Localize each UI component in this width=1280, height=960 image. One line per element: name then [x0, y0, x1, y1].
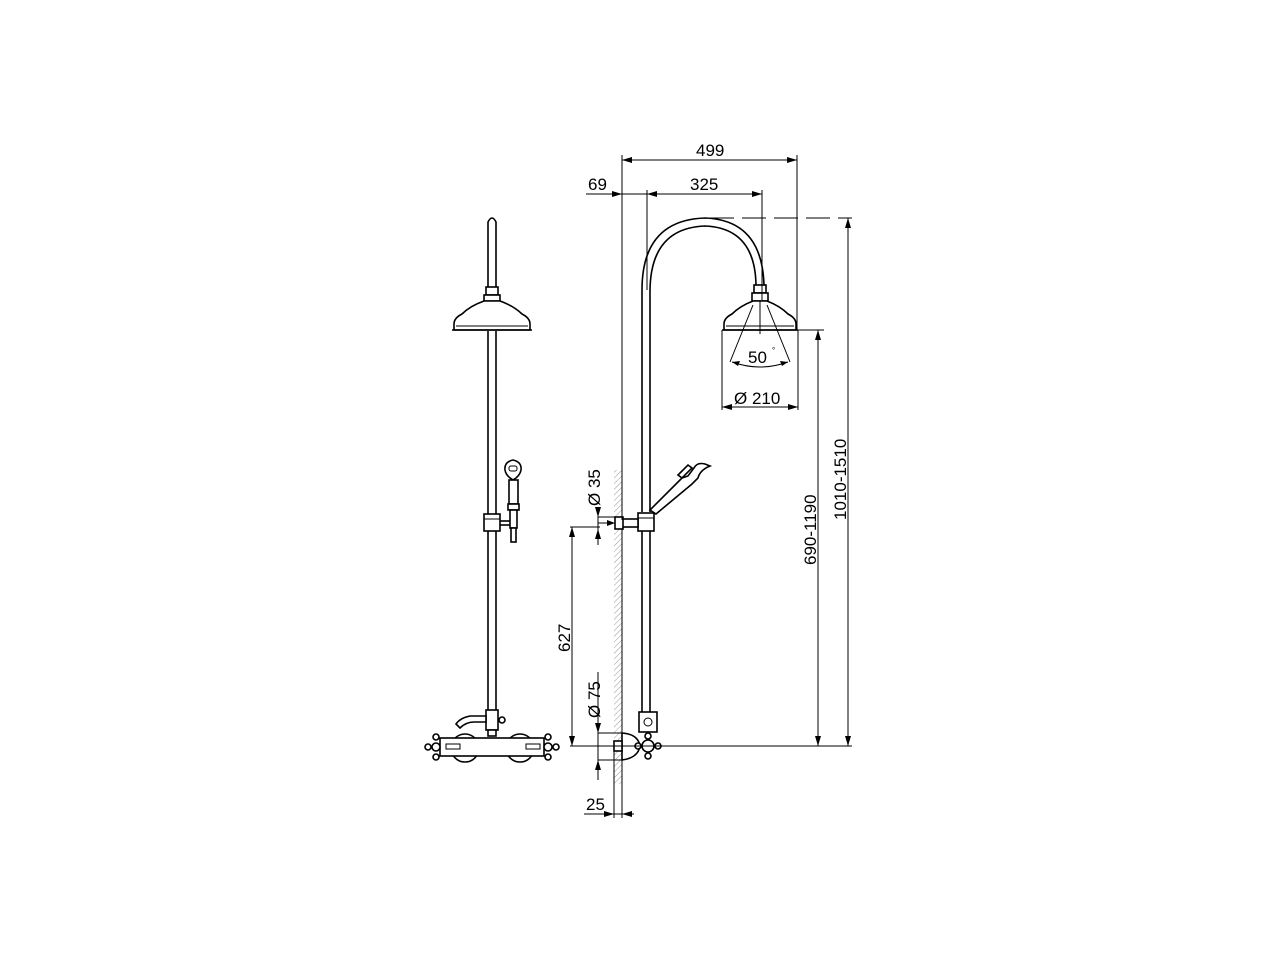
wall-depth-label: 25	[586, 795, 605, 814]
riser-pipe-main	[487, 331, 497, 712]
head-diameter-dimension: Ø 210	[721, 330, 799, 410]
head-height-label: 690-1190	[801, 494, 820, 565]
head-connector	[483, 286, 501, 302]
degree-symbol: °	[772, 346, 775, 355]
bracket-diameter-label: Ø 35	[585, 469, 604, 506]
wall-offset-label: 69	[588, 175, 607, 194]
wall-bracket-side	[598, 512, 655, 532]
gooseneck-arm	[641, 217, 765, 512]
hand-shower-side	[648, 462, 713, 515]
bracket-height-label: 627	[555, 624, 574, 652]
mixer-flange-diameter-label: Ø 75	[585, 681, 604, 718]
spray-angle-indicator: 50 °	[729, 301, 791, 368]
hand-shower-front	[504, 459, 522, 543]
bracket-diameter-dimension: Ø 35	[585, 469, 615, 545]
slide-bracket-front	[483, 513, 510, 532]
total-height-dimension: 1010-1510	[831, 218, 851, 746]
head-diameter-label: Ø 210	[734, 389, 780, 408]
mixer-flange-diameter-dimension: Ø 75	[585, 672, 622, 780]
riser-pipe-top	[487, 217, 497, 292]
wall-depth-dimension: 25	[584, 746, 634, 818]
head-height-dimension: 690-1190	[798, 329, 824, 746]
right-cross-handle	[543, 733, 560, 761]
overall-width-label: 499	[696, 141, 724, 160]
thermostatic-mixer-front	[424, 709, 560, 763]
spray-angle-label: 50	[748, 348, 767, 367]
left-cross-handle	[424, 733, 441, 761]
overall-width-dimension: 499	[621, 141, 798, 520]
arm-reach-label: 325	[690, 175, 718, 194]
bracket-height-dimension: 627	[555, 526, 600, 746]
reach-dimension: 69 325	[586, 175, 763, 300]
total-height-label: 1010-1510	[831, 439, 850, 520]
front-view	[424, 217, 560, 763]
side-riser-lower	[641, 530, 651, 712]
side-head-connector	[751, 284, 769, 302]
mixer-side	[613, 711, 662, 761]
side-view: 50 ° Ø 210	[598, 217, 799, 784]
shower-head-front	[452, 300, 532, 331]
